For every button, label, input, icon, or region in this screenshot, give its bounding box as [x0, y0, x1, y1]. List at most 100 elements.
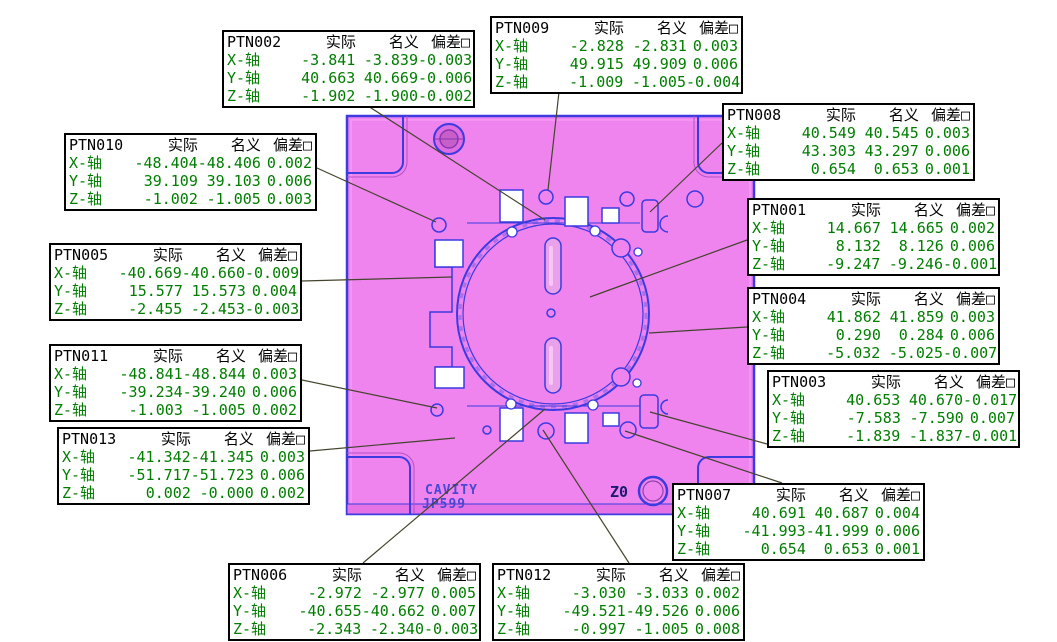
callout-header-row: PTN006 实际 名义 偏差□ [233, 566, 476, 584]
z-actual-value: -2.455 [128, 300, 183, 318]
measurement-callout[interactable]: PTN003 实际 名义 偏差□ X-轴 40.653 40.670 -0.01… [767, 370, 1020, 448]
measurement-callout[interactable]: PTN010 实际 名义 偏差□ X-轴 -48.404 -48.406 0.0… [64, 133, 317, 211]
leader-line-PTN013 [309, 437, 456, 452]
x-deviation-value: -0.003 [418, 51, 473, 69]
z-actual-value: -0.997 [571, 620, 626, 638]
axis-label-z: Z-轴 [54, 401, 88, 419]
z-nominal-value: -9.246 [888, 255, 943, 273]
header-nominal: 名义 [656, 19, 687, 37]
x-actual-value: -3.841 [301, 51, 356, 69]
x-nominal-value: -3.839 [363, 51, 418, 69]
x-actual-value: -48.841 [119, 365, 183, 383]
measurement-callout[interactable]: PTN012 实际 名义 偏差□ X-轴 -3.030 -3.033 0.002… [492, 563, 745, 641]
x-deviation-value: 0.003 [692, 37, 738, 55]
measurement-callout[interactable]: PTN002 实际 名义 偏差□ X-轴 -3.841 -3.839 -0.00… [222, 30, 475, 108]
measurement-row-x: X-轴 14.667 14.665 0.002 [752, 219, 995, 237]
hook-feature-top [659, 215, 669, 233]
z-nominal-value: 0.653 [873, 160, 919, 178]
axis-label-y: Y-轴 [54, 282, 88, 300]
leader-line-PTN001 [589, 239, 748, 298]
header-actual: 实际 [167, 136, 198, 154]
x-nominal-value: 40.670 [908, 391, 963, 409]
header-nominal: 名义 [394, 566, 425, 584]
measurement-row-z: Z-轴 -2.343 -2.340 -0.003 [233, 620, 478, 638]
header-deviation: 偏差□ [698, 19, 738, 37]
measurement-callout[interactable]: PTN008 实际 名义 偏差□ X-轴 40.549 40.545 0.003… [722, 103, 975, 181]
mold-cavity-plate[interactable]: CAVITY JP599 Z0 [345, 114, 756, 516]
z-deviation-value: 0.003 [266, 190, 312, 208]
axis-label-z: Z-轴 [54, 300, 88, 318]
pocket-top-left [347, 116, 404, 174]
measurement-callout[interactable]: PTN004 实际 名义 偏差□ X-轴 41.862 41.859 0.003… [747, 287, 1000, 365]
x-actual-value: -2.972 [307, 584, 362, 602]
point-id: PTN006 [233, 566, 288, 584]
callout-header-row: PTN001 实际 名义 偏差□ [752, 201, 995, 219]
header-deviation: 偏差□ [272, 136, 312, 154]
axis-label-x: X-轴 [69, 154, 103, 172]
axis-label-y: Y-轴 [752, 326, 786, 344]
y-actual-value: -39.234 [119, 383, 183, 401]
measurement-row-x: X-轴 -3.030 -3.033 0.002 [497, 584, 740, 602]
measurement-callout[interactable]: PTN005 实际 名义 偏差□ X-轴 -40.669 -40.660 -0.… [49, 243, 302, 321]
measurement-callout[interactable]: PTN009 实际 名义 偏差□ X-轴 -2.828 -2.831 0.003… [490, 16, 743, 94]
x-actual-value: -2.828 [569, 37, 624, 55]
axis-label-z: Z-轴 [752, 255, 786, 273]
leader-line-PTN008 [649, 142, 723, 213]
point-id: PTN008 [727, 106, 782, 124]
y-actual-value: 43.303 [801, 142, 856, 160]
header-nominal: 名义 [223, 430, 254, 448]
measurement-row-z: Z-轴 -1.902 -1.900 -0.002 [227, 87, 472, 105]
header-deviation: 偏差□ [955, 201, 995, 219]
header-deviation: 偏差□ [436, 566, 476, 584]
z-nominal-value: -1.837 [908, 427, 963, 445]
measurement-row-x: X-轴 40.653 40.670 -0.017 [772, 391, 1017, 409]
y-deviation-value: 0.006 [692, 55, 738, 73]
callout-header-row: PTN005 实际 名义 偏差□ [54, 246, 297, 264]
measurement-row-z: Z-轴 -9.247 -9.246 -0.001 [752, 255, 997, 273]
point-id: PTN003 [772, 373, 827, 391]
header-nominal: 名义 [838, 486, 869, 504]
measurement-row-y: Y-轴 -7.583 -7.590 0.007 [772, 409, 1015, 427]
leader-line-PTN002 [367, 105, 546, 221]
measurement-callout[interactable]: PTN011 实际 名义 偏差□ X-轴 -48.841 -48.844 0.0… [49, 344, 302, 422]
x-deviation-value: 0.003 [924, 124, 970, 142]
point-id: PTN010 [69, 136, 124, 154]
measurement-row-x: X-轴 -3.841 -3.839 -0.003 [227, 51, 473, 69]
x-nominal-value: -41.345 [190, 448, 254, 466]
z-nominal-value: -1.900 [363, 87, 418, 105]
measurement-callout[interactable]: PTN001 实际 名义 偏差□ X-轴 14.667 14.665 0.002… [747, 198, 1000, 276]
y-nominal-value: -49.526 [625, 602, 689, 620]
y-deviation-value: 0.006 [924, 142, 970, 160]
z-actual-value: -9.247 [826, 255, 881, 273]
header-nominal: 名义 [215, 246, 246, 264]
leader-line-PTN003 [649, 411, 768, 445]
z-actual-value: -5.032 [826, 344, 881, 362]
z-nominal-value: -1.005 [634, 620, 689, 638]
z-deviation-value: 0.002 [259, 484, 305, 502]
z-deviation-value: -0.001 [963, 427, 1018, 445]
measurement-callout[interactable]: PTN013 实际 名义 偏差□ X-轴 -41.342 -41.345 0.0… [57, 427, 310, 505]
central-cavity[interactable] [429, 217, 650, 411]
z-deviation-value: -0.004 [686, 73, 741, 91]
x-deviation-value: 0.002 [949, 219, 995, 237]
measurement-callout[interactable]: PTN007 实际 名义 偏差□ X-轴 40.691 40.687 0.004… [672, 483, 925, 561]
axis-label-z: Z-轴 [227, 87, 261, 105]
axis-label-z: Z-轴 [62, 484, 96, 502]
measurement-callout[interactable]: PTN006 实际 名义 偏差□ X-轴 -2.972 -2.977 0.005… [228, 563, 481, 641]
callout-header-row: PTN011 实际 名义 偏差□ [54, 347, 297, 365]
measurement-row-y: Y-轴 15.577 15.573 0.004 [54, 282, 297, 300]
header-actual: 实际 [593, 19, 624, 37]
axis-label-x: X-轴 [227, 51, 261, 69]
measurement-row-x: X-轴 -2.972 -2.977 0.005 [233, 584, 476, 602]
y-deviation-value: 0.006 [694, 602, 740, 620]
axis-label-z: Z-轴 [233, 620, 267, 638]
y-actual-value: -41.993 [742, 522, 806, 540]
header-actual: 实际 [850, 290, 881, 308]
axis-label-x: X-轴 [495, 37, 529, 55]
x-nominal-value: -2.831 [632, 37, 687, 55]
x-deviation-value: 0.003 [949, 308, 995, 326]
header-deviation: 偏差□ [955, 290, 995, 308]
axis-label-x: X-轴 [752, 308, 786, 326]
